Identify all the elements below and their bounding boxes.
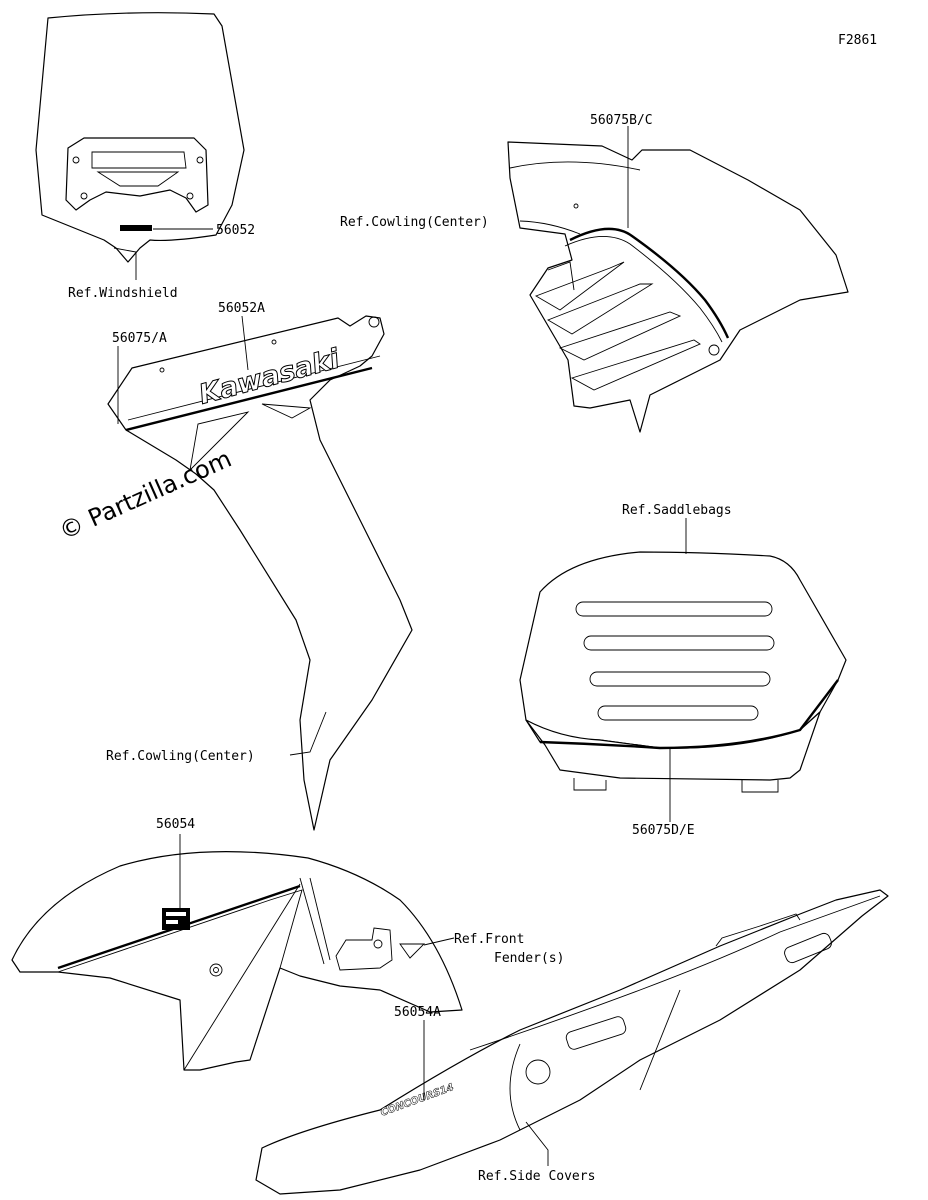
side-cover-part[interactable]: CONCOURS14	[255, 889, 889, 1195]
leader-side-covers	[525, 1121, 549, 1166]
leader-56052a	[241, 315, 249, 371]
label-fender-s[interactable]: Fender(s)	[494, 951, 564, 966]
label-ref-cowling-center-mid[interactable]: Ref.Cowling(Center)	[106, 749, 255, 764]
label-56075b-c[interactable]: 56075B/C	[590, 113, 653, 128]
watermark: © Partzilla.com	[55, 445, 236, 546]
label-56052a[interactable]: 56052A	[218, 301, 265, 316]
label-56054[interactable]: 56054	[156, 817, 195, 832]
leader-windshield	[113, 247, 137, 280]
saddlebag-part[interactable]	[519, 551, 847, 793]
leader-cowling-mid	[289, 711, 327, 756]
label-56075d-e[interactable]: 56075D/E	[632, 823, 695, 838]
fender-decal[interactable]	[162, 908, 190, 930]
label-ref-front[interactable]: Ref.Front	[454, 932, 524, 947]
label-ref-cowling-center-upper[interactable]: Ref.Cowling(Center)	[340, 215, 489, 230]
label-ref-windshield[interactable]: Ref.Windshield	[68, 286, 178, 301]
windshield-part[interactable]	[35, 12, 245, 263]
cowling-center-upper-part[interactable]	[507, 141, 849, 433]
figure-id: F2861	[838, 33, 877, 48]
label-56054a[interactable]: 56054A	[394, 1005, 441, 1020]
label-56075-a[interactable]: 56075/A	[112, 331, 167, 346]
windshield-decal[interactable]	[120, 225, 152, 231]
leader-front-fender	[423, 937, 455, 946]
label-56052[interactable]: 56052	[216, 223, 255, 238]
label-ref-saddlebags[interactable]: Ref.Saddlebags	[622, 503, 732, 518]
front-fender-part[interactable]	[11, 851, 463, 1071]
label-ref-side-covers[interactable]: Ref.Side Covers	[478, 1169, 595, 1184]
leader-cowling-upper	[519, 220, 581, 235]
